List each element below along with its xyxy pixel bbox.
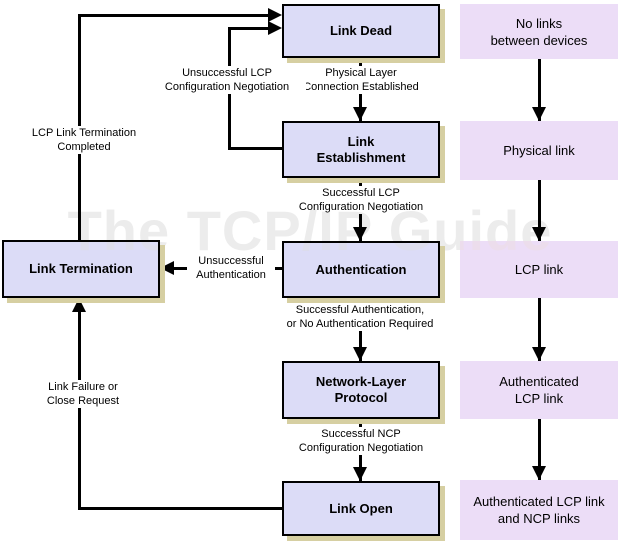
arrowhead-dead-to-establishment — [353, 107, 367, 121]
line-link-failure-horizontal — [78, 507, 282, 510]
line-status-1 — [538, 58, 541, 121]
arrowhead-status-2 — [532, 227, 546, 241]
label-physical-layer-connection-established: Physical Layer Connection Established — [288, 66, 434, 94]
label-link-failure-close-request: Link Failure or Close Request — [29, 380, 137, 408]
label-unsuccessful-authentication: Unsuccessful Authentication — [187, 254, 275, 282]
label-lcp-link-termination-completed: LCP Link Termination Completed — [18, 126, 150, 154]
status-physical-link: Physical link — [460, 121, 618, 180]
arrowhead-unsuccessful-auth — [160, 261, 174, 275]
label-successful-ncp-negotiation: Successful NCP Configuration Negotiation — [283, 427, 439, 455]
arrowhead-status-4 — [532, 466, 546, 480]
state-box-authentication: Authentication — [282, 241, 440, 298]
line-status-4 — [538, 419, 541, 480]
state-box-link-establishment: Link Establishment — [282, 121, 440, 178]
status-authenticated-lcp-link: Authenticated LCP link — [460, 361, 618, 419]
arrowhead-status-1 — [532, 107, 546, 121]
arrowhead-unsuccessful-lcp — [268, 21, 282, 35]
arrowhead-termination-to-dead — [268, 8, 282, 22]
state-box-link-open: Link Open — [282, 481, 440, 536]
status-no-links: No links between devices — [460, 4, 618, 59]
arrowhead-network-to-open — [353, 467, 367, 481]
state-box-link-termination: Link Termination — [2, 240, 160, 298]
line-termination-loop-horizontal — [78, 14, 270, 17]
state-box-network-layer-protocol: Network-Layer Protocol — [282, 361, 440, 419]
arrowhead-establishment-to-auth — [353, 227, 367, 241]
line-status-2 — [538, 180, 541, 241]
arrowhead-link-failure — [72, 298, 86, 312]
arrowhead-auth-to-network — [353, 347, 367, 361]
label-unsuccessful-lcp-negotiation: Unsuccessful LCP Configuration Negotiati… — [148, 66, 306, 94]
label-successful-lcp-negotiation: Successful LCP Configuration Negotiation — [283, 186, 439, 214]
state-box-link-dead: Link Dead — [282, 4, 440, 58]
status-authenticated-lcp-ncp-links: Authenticated LCP link and NCP links — [460, 480, 618, 540]
status-lcp-link: LCP link — [460, 241, 618, 298]
line-unsuccessful-lcp-out — [228, 147, 282, 150]
label-successful-authentication: Successful Authentication, or No Authent… — [271, 303, 449, 331]
arrowhead-status-3 — [532, 347, 546, 361]
line-unsuccessful-lcp-top — [228, 27, 270, 30]
line-status-3 — [538, 298, 541, 361]
